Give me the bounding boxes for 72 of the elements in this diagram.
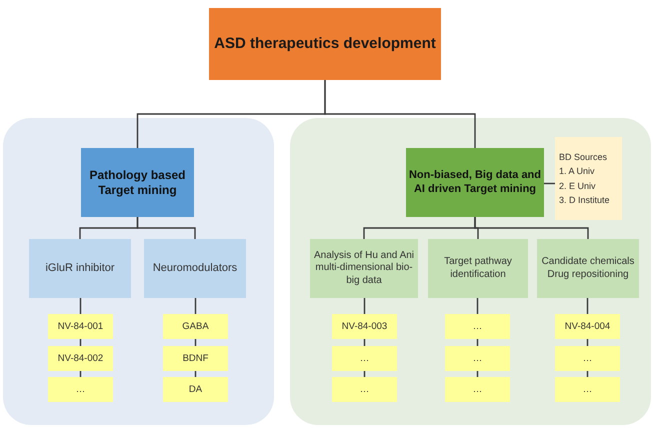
item-box: [555, 377, 620, 402]
box-label: ASD therapeutics development: [214, 34, 436, 54]
box-label: …: [472, 320, 482, 332]
item-box: [48, 346, 113, 371]
connector-line: [476, 371, 478, 377]
item-box: [332, 346, 397, 371]
item-box: [445, 346, 510, 371]
connector-line: [474, 217, 589, 239]
connector-line: [194, 339, 196, 346]
subcategory-box: [428, 239, 528, 298]
box-label: …: [360, 384, 370, 396]
connector-line: [586, 371, 588, 377]
connector-line: [364, 298, 366, 314]
box-label: GABA: [182, 320, 209, 332]
item-box: [445, 377, 510, 402]
connector-line: [544, 182, 555, 184]
box-label: DA: [188, 384, 202, 396]
box-label: NV-84-002: [58, 352, 104, 364]
box-label: BDNF: [182, 352, 208, 364]
connector-line: [136, 217, 196, 239]
source-heading: BD Sources: [559, 150, 608, 164]
connector-line: [364, 371, 366, 377]
group-panel: [290, 118, 651, 425]
item-box: [48, 314, 113, 339]
connector-line: [80, 371, 82, 377]
source-item: 3. D Institute: [559, 194, 610, 207]
box-label: Neuromodulators: [152, 262, 238, 276]
connector-line: [476, 298, 478, 314]
box-label: Target pathway identification: [443, 256, 513, 281]
category-box: [81, 148, 194, 217]
subcategory-box: [144, 239, 246, 298]
box-label: Candidate chemicals Drug repositioning: [540, 256, 636, 281]
subcategory-box: [537, 239, 639, 298]
box-label: NV-84-004: [564, 320, 610, 332]
source-item: 1. A Univ: [559, 165, 595, 178]
source-item: 2. E Univ: [559, 180, 596, 192]
connector-line: [194, 298, 196, 314]
box-label: NV-84-003: [342, 320, 388, 332]
item-box: [555, 314, 620, 339]
connector-line: [80, 298, 82, 314]
connector-line: [194, 371, 196, 377]
item-box: [163, 314, 228, 339]
box-label: Analysis of Hu and Ani multi-dimensional bio-big data: [312, 250, 416, 288]
box-label: …: [472, 384, 482, 396]
connector-line: [586, 339, 588, 346]
box-label: Non-biased, Big data and AI driven Target mining: [408, 168, 542, 196]
item-box: [555, 346, 620, 371]
connector-line: [476, 339, 478, 346]
title-box: [209, 8, 441, 80]
box-label: …: [472, 352, 482, 364]
box-label: …: [582, 384, 592, 396]
item-box: [332, 377, 397, 402]
box-label: Pathology based Target mining: [88, 168, 187, 198]
subcategory-box: [29, 239, 131, 298]
box-label: …: [360, 352, 370, 364]
connector-line: [80, 339, 82, 346]
category-box: [406, 148, 544, 217]
source-note-box: [555, 137, 622, 220]
connector-line: [586, 298, 588, 314]
item-box: [163, 377, 228, 402]
item-box: [48, 377, 113, 402]
box-label: …: [76, 384, 86, 396]
subcategory-box: [310, 239, 418, 298]
item-box: [163, 346, 228, 371]
item-box: [332, 314, 397, 339]
connector-line: [364, 339, 366, 346]
box-label: NV-84-001: [58, 320, 104, 332]
item-box: [445, 314, 510, 339]
box-label: iGluR inhibitor: [45, 262, 115, 276]
connector-line: [324, 80, 476, 148]
group-panel: [3, 118, 274, 425]
box-label: …: [582, 352, 592, 364]
